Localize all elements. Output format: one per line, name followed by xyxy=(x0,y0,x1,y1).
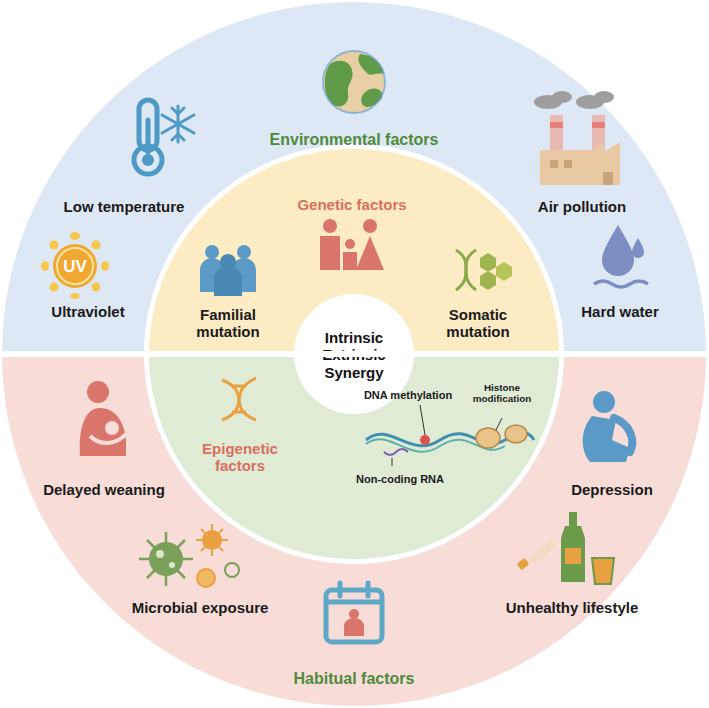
factor-heading: Genetic factors xyxy=(297,196,406,213)
text-holder: Ultraviolet xyxy=(28,303,148,321)
text-holder: Environmental factors xyxy=(244,131,464,149)
factor-label: DNA methylation xyxy=(364,389,452,402)
factor-label: Familial mutation xyxy=(188,306,268,341)
gap-line xyxy=(0,351,709,357)
text-holder: Delayed weaning xyxy=(24,481,184,499)
text-holder: Familial mutation xyxy=(188,306,268,341)
calendar-icon xyxy=(326,583,382,642)
text-holder: Hard water xyxy=(560,303,680,321)
text-holder: Non-coding RNA xyxy=(345,469,455,487)
factor-label: Non-coding RNA xyxy=(356,473,444,486)
sun-icon xyxy=(41,232,109,299)
thermometer-icon xyxy=(134,100,194,174)
text-holder: Low temperature xyxy=(44,198,204,216)
factor-heading: Intrinsic Extrinsic Synergy xyxy=(311,329,397,381)
family-icon xyxy=(320,219,384,270)
factor-label: Somatic mutation xyxy=(438,306,518,341)
factor-label: Delayed weaning xyxy=(43,481,165,498)
group-icon xyxy=(200,245,256,296)
text-holder: Histone modification xyxy=(471,382,533,406)
text-holder: Epigenetic factors xyxy=(194,440,286,475)
factor-label: Unhealthy lifestyle xyxy=(506,599,639,616)
factor-label: UV xyxy=(63,257,87,277)
factor-label: Depression xyxy=(571,481,653,498)
factor-heading: Environmental factors xyxy=(270,131,439,149)
factory-icon xyxy=(534,91,620,185)
factor-label: Hard water xyxy=(581,303,659,320)
microbe-icon xyxy=(139,524,239,587)
factor-label: Histone modification xyxy=(471,382,533,405)
chromatin-illustration xyxy=(366,405,534,466)
text-holder: UV xyxy=(55,257,95,277)
factor-label: Ultraviolet xyxy=(51,303,124,320)
sitting-person-icon xyxy=(583,391,633,462)
text-holder: DNA methylation xyxy=(353,385,463,403)
text-holder: Microbial exposure xyxy=(115,599,285,617)
text-holder: Somatic mutation xyxy=(438,306,518,341)
helix-icon xyxy=(222,378,256,420)
dna-hexagon-icon xyxy=(456,250,512,290)
factor-label: Low temperature xyxy=(64,198,185,215)
factor-heading: Habitual factors xyxy=(294,670,415,688)
text-holder: Habitual factors xyxy=(244,670,464,688)
text-holder: Depression xyxy=(552,481,672,499)
text-holder: Intrinsic Extrinsic Synergy xyxy=(311,329,397,382)
factor-heading: Epigenetic factors xyxy=(194,440,286,475)
water-drop-icon xyxy=(594,225,648,297)
breastfeeding-icon xyxy=(80,381,128,456)
text-holder: Genetic factors xyxy=(272,196,432,214)
text-holder: Unhealthy lifestyle xyxy=(487,599,657,617)
text-holder: Air pollution xyxy=(502,198,662,216)
factor-label: Air pollution xyxy=(538,198,626,215)
factor-label: Microbial exposure xyxy=(132,599,269,616)
globe-icon xyxy=(323,51,385,113)
bottle-cigarette-icon xyxy=(517,512,614,584)
